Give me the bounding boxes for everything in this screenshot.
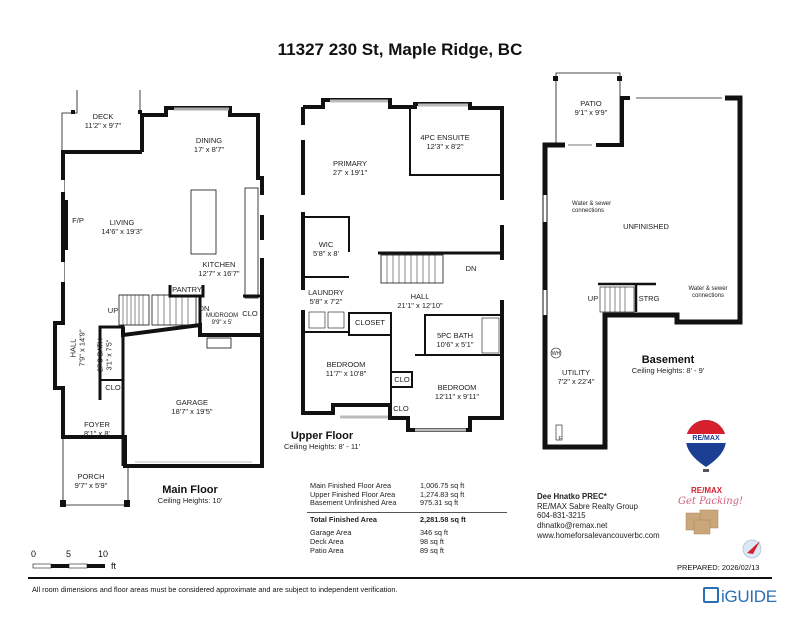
- upper-floor-walls: [300, 98, 505, 432]
- stairs-down-label: DN: [465, 264, 477, 273]
- remax-balloon-text: RE/MAX: [692, 435, 720, 442]
- scale-bar: [32, 563, 105, 569]
- footer-divider: [28, 577, 772, 579]
- remax-balloon-logo: [686, 420, 726, 472]
- room-closet: CLO: [394, 375, 410, 384]
- get-packing-slogan: Get Packing!: [678, 496, 744, 507]
- room-unfinished: UNFINISHED: [623, 222, 669, 231]
- agent-phone: 604-831-3215: [537, 511, 586, 521]
- room-closet: CLO: [393, 404, 409, 413]
- agent-company: RE/MAX Sabre Realty Group: [537, 501, 638, 511]
- stairs-down-label: DN: [198, 304, 210, 313]
- scale-tick: 10: [98, 549, 109, 559]
- compass-icon: [742, 539, 762, 559]
- room-storage: STRG: [638, 294, 660, 303]
- furnace-icon: F: [558, 436, 562, 442]
- disclaimer: All room dimensions and floor areas must…: [32, 585, 398, 594]
- page-title: 11327 230 St, Maple Ridge, BC: [277, 40, 523, 59]
- scale-unit: ft: [111, 561, 117, 571]
- room-closet: CLO: [242, 309, 258, 318]
- scale-tick: 5: [66, 549, 72, 559]
- agent-website[interactable]: www.homeforsalevancouverbc.com: [537, 530, 660, 540]
- stairs-up-label: UP: [587, 294, 599, 303]
- prepared-date: PREPARED: 2026/02/13: [677, 563, 760, 572]
- stairs-up-label: UP: [107, 306, 119, 315]
- agent-contact: Dee Hnatko PREC* RE/MAX Sabre Realty Gro…: [537, 492, 660, 541]
- remax-logo-text: RE/MAX: [691, 486, 723, 495]
- main-floor-walls: [53, 90, 265, 507]
- room-pantry: PANTRY: [172, 285, 202, 294]
- scale-tick: 0: [31, 549, 37, 559]
- iguide-logo: iGUIDE: [703, 587, 777, 607]
- basement-walls: [542, 72, 743, 450]
- room-closet: CLOSET: [354, 318, 386, 327]
- room-closet: CLO: [105, 383, 121, 392]
- fireplace-label: F/P: [72, 216, 84, 225]
- iguide-box-icon: [703, 587, 719, 603]
- moving-boxes-illustration: [685, 509, 719, 535]
- agent-email[interactable]: dhnatko@remax.net: [537, 521, 608, 531]
- agent-name: Dee Hnatko PREC*: [537, 492, 607, 501]
- water-heater-icon: WH: [551, 351, 561, 357]
